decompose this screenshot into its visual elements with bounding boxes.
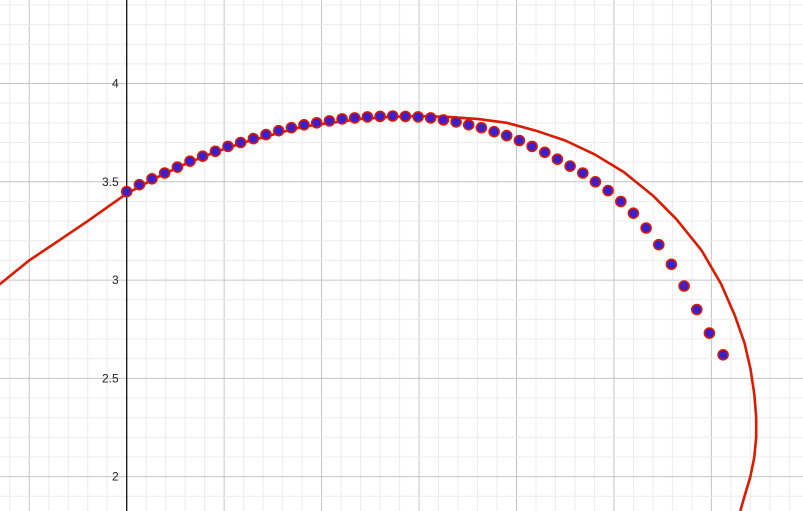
data-point[interactable]	[361, 111, 374, 123]
data-point[interactable]	[323, 115, 336, 127]
data-point[interactable]	[526, 140, 538, 153]
data-point[interactable]	[386, 110, 399, 122]
data-point[interactable]	[374, 110, 386, 123]
y-tick-label: 2.5	[102, 371, 119, 385]
data-point[interactable]	[209, 145, 222, 158]
data-point[interactable]	[640, 222, 652, 234]
data-point[interactable]	[500, 129, 513, 142]
data-point[interactable]	[717, 348, 729, 361]
data-point[interactable]	[184, 155, 196, 167]
y-tick-label: 3.5	[102, 175, 119, 189]
data-point[interactable]	[285, 121, 298, 134]
data-point[interactable]	[538, 146, 551, 159]
data-point[interactable]	[627, 207, 640, 219]
y-tick-label: 3	[112, 273, 119, 287]
y-tick-label: 2	[112, 470, 119, 484]
data-point[interactable]	[146, 173, 158, 185]
data-point[interactable]	[133, 178, 146, 191]
data-point[interactable]	[234, 136, 247, 149]
data-point[interactable]	[120, 185, 133, 198]
data-point[interactable]	[488, 125, 500, 138]
data-point[interactable]	[475, 121, 488, 134]
data-point[interactable]	[298, 119, 310, 131]
data-point[interactable]	[589, 176, 602, 188]
data-point[interactable]	[424, 112, 437, 124]
data-point[interactable]	[678, 280, 690, 292]
data-point[interactable]	[399, 110, 412, 123]
data-point[interactable]	[462, 119, 475, 131]
data-point[interactable]	[272, 124, 285, 137]
data-point[interactable]	[690, 303, 703, 316]
data-point[interactable]	[513, 134, 526, 147]
data-point[interactable]	[260, 128, 272, 141]
data-point[interactable]	[576, 167, 589, 179]
data-point[interactable]	[171, 161, 184, 173]
data-point[interactable]	[196, 150, 209, 162]
data-point[interactable]	[614, 195, 627, 208]
y-tick-label: 4	[112, 77, 119, 91]
data-point[interactable]	[450, 116, 462, 128]
data-point[interactable]	[158, 167, 171, 179]
data-points[interactable]	[120, 110, 729, 361]
data-point[interactable]	[222, 140, 234, 153]
data-point[interactable]	[348, 112, 361, 124]
data-point[interactable]	[652, 238, 665, 251]
data-point[interactable]	[665, 258, 678, 271]
data-point[interactable]	[551, 153, 564, 165]
data-point[interactable]	[602, 184, 614, 197]
data-point[interactable]	[247, 132, 260, 145]
data-point[interactable]	[437, 114, 450, 126]
data-point[interactable]	[412, 111, 424, 123]
y-tick-labels: 2 2.5 3 3.5 4	[102, 77, 119, 484]
data-point[interactable]	[564, 160, 576, 172]
data-point[interactable]	[310, 117, 323, 129]
data-point[interactable]	[336, 113, 348, 125]
data-point[interactable]	[703, 327, 716, 339]
